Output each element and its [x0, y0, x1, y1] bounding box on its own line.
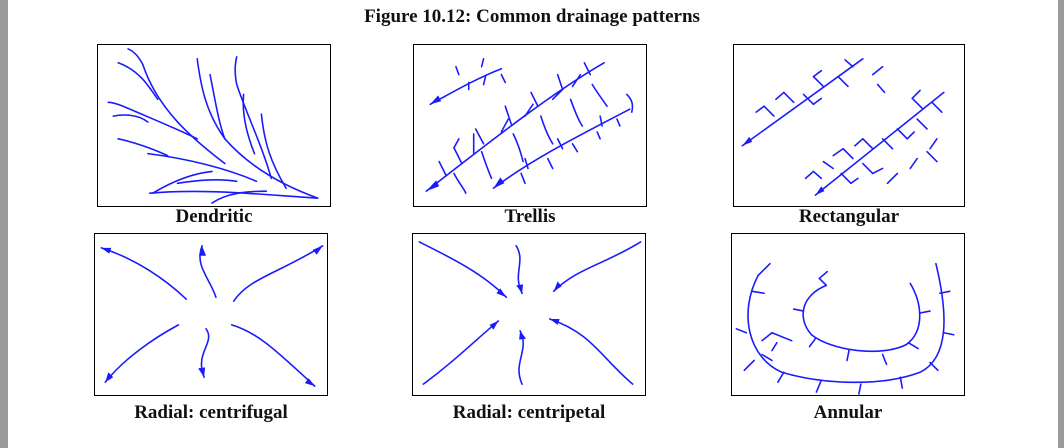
trellis-caption: Trellis	[504, 206, 556, 227]
radial-centripetal-panel	[412, 233, 646, 396]
rectangular-panel	[733, 44, 965, 207]
radial-centripetal-caption: Radial: centripetal	[452, 402, 606, 423]
annular-caption: Annular	[813, 402, 883, 423]
radial-centrifugal-diagram	[100, 245, 324, 387]
radial-centripetal-diagram	[418, 241, 642, 385]
dendritic-diagram	[107, 48, 319, 204]
annular-diagram	[735, 262, 955, 395]
right-window-border	[1058, 0, 1064, 448]
annular-panel	[731, 233, 965, 396]
radial-centrifugal-panel	[94, 233, 328, 396]
rectangular-caption: Rectangular	[798, 206, 900, 227]
dendritic-panel	[97, 44, 331, 207]
left-window-border	[0, 0, 8, 448]
trellis-diagram	[425, 58, 634, 194]
rectangular-diagram	[741, 58, 945, 196]
radial-centrifugal-caption: Radial: centrifugal	[134, 402, 288, 423]
figure-title: Figure 10.12: Common drainage patterns	[364, 6, 700, 27]
dendritic-caption: Dendritic	[175, 206, 253, 227]
trellis-panel	[413, 44, 647, 207]
